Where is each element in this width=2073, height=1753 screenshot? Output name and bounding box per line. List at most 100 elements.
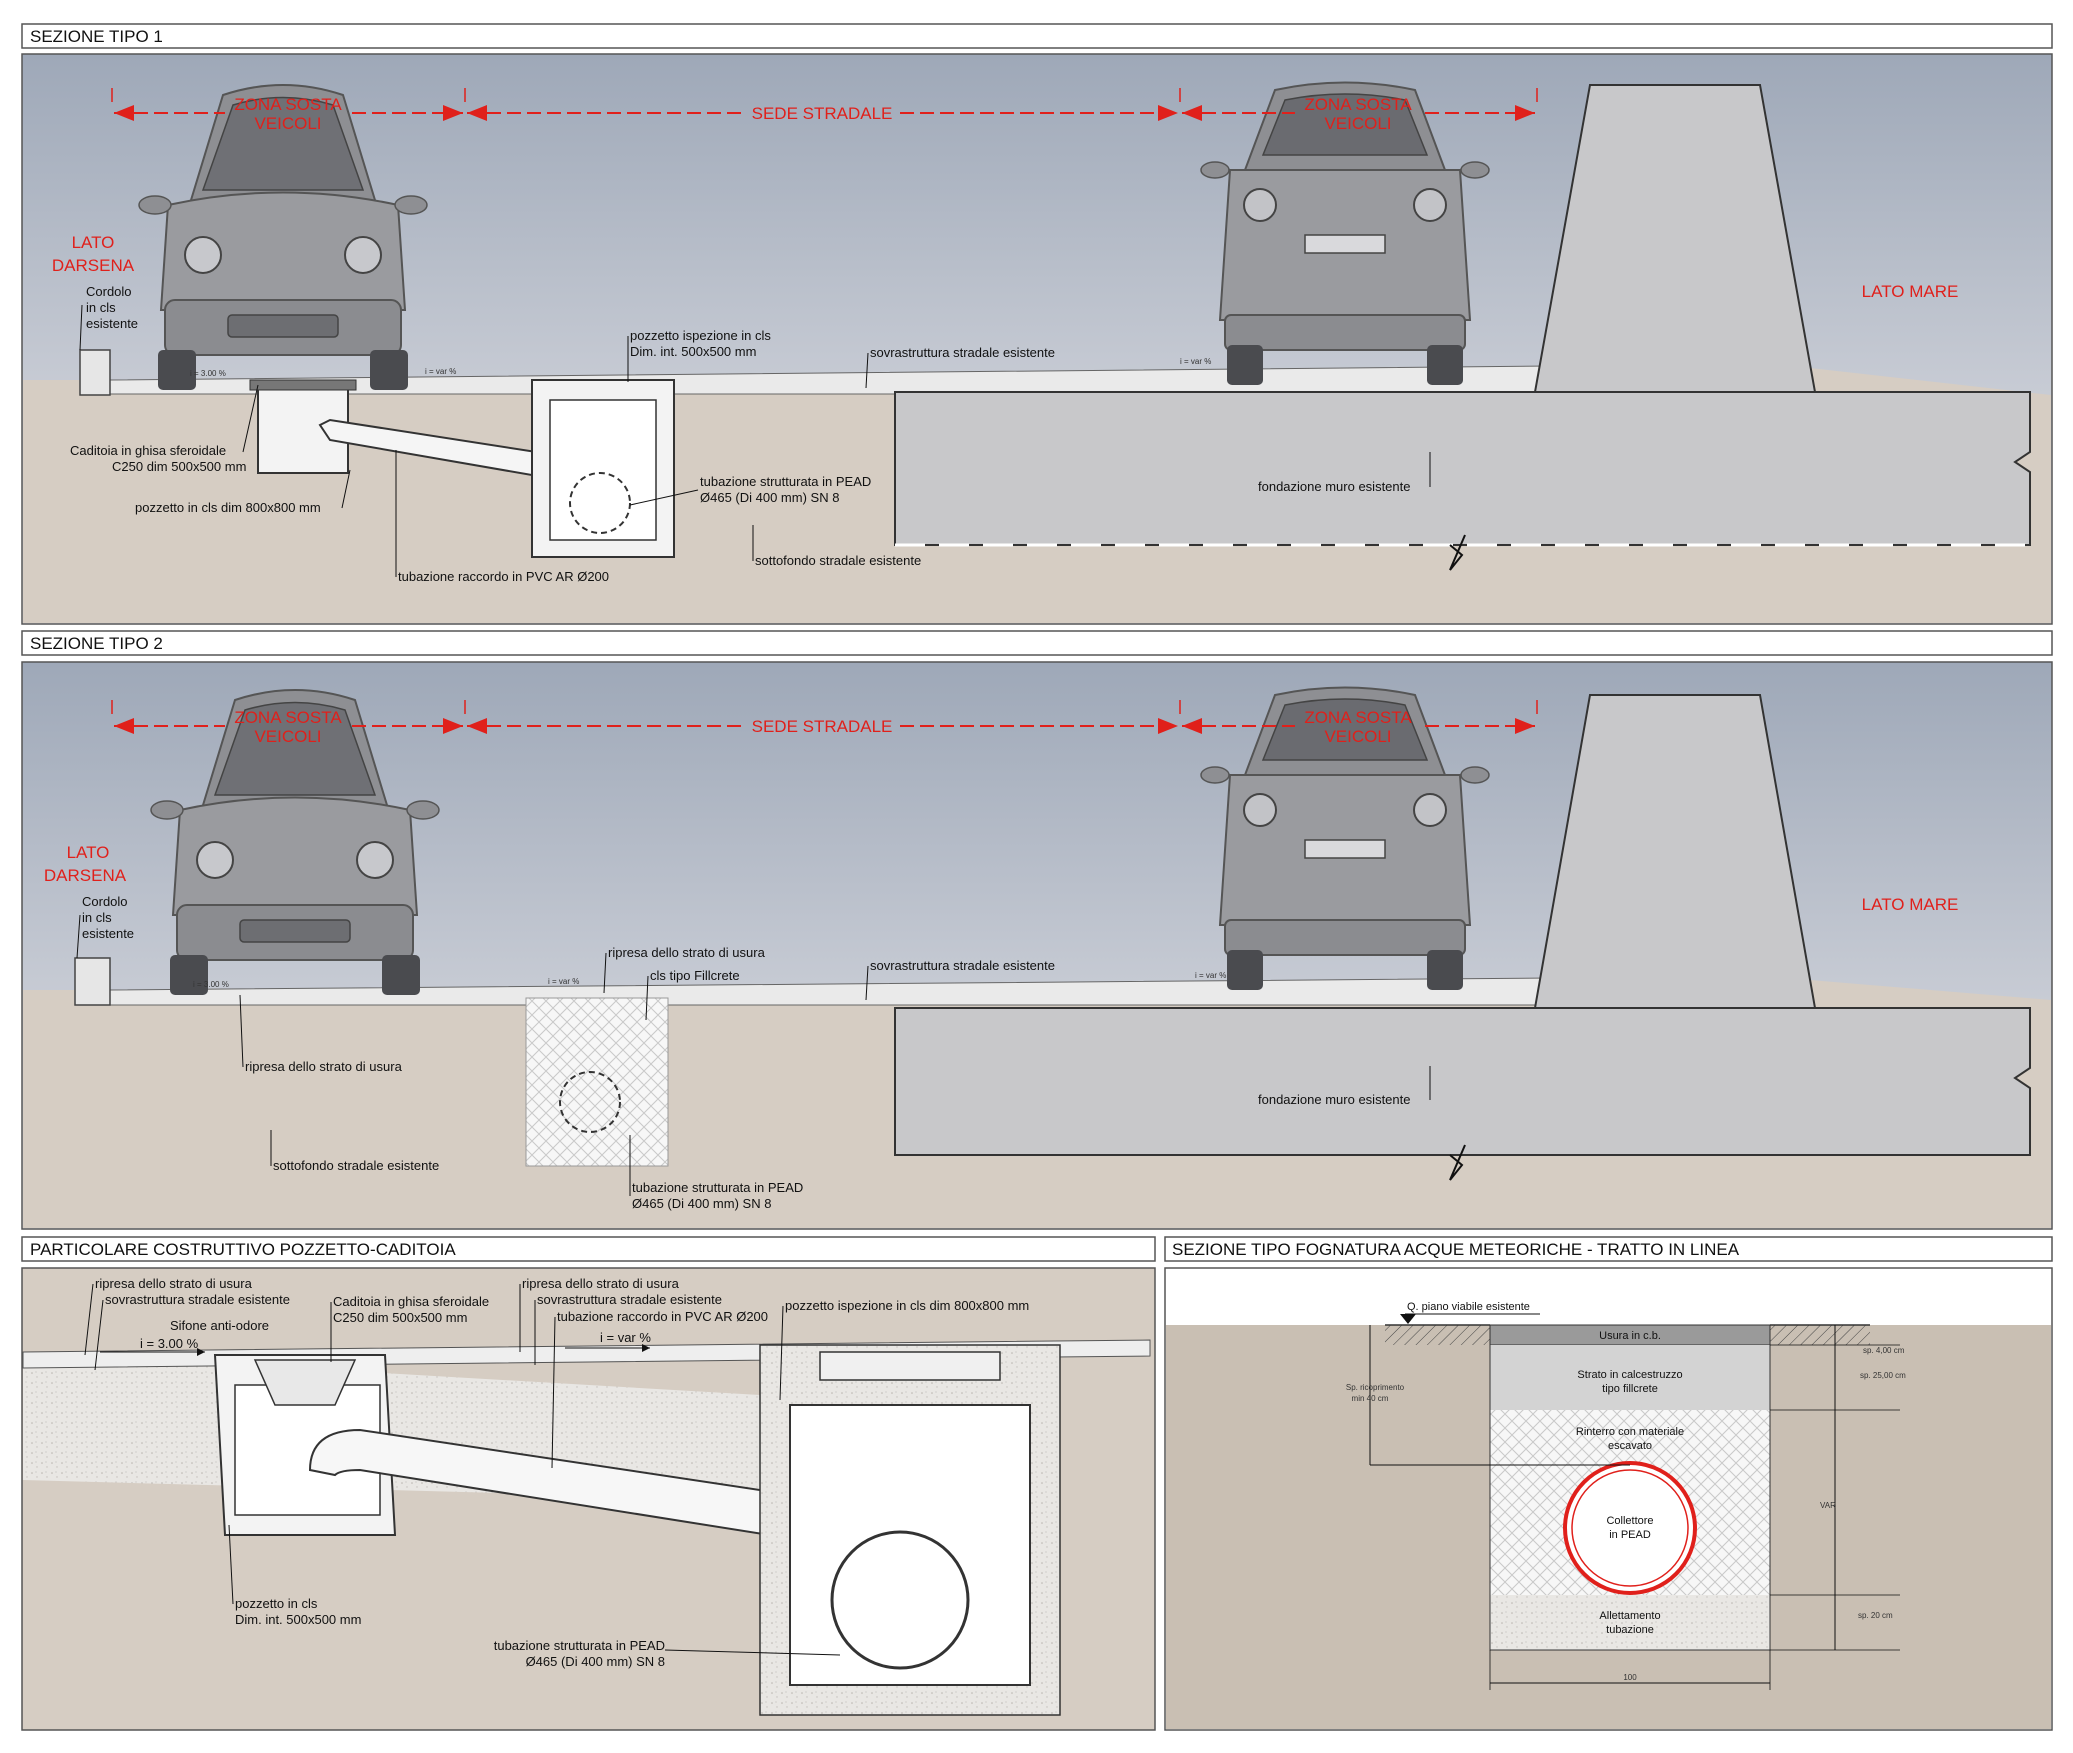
pead-collector <box>1563 1461 1697 1595</box>
fillcrete-label: cls tipo Fillcrete <box>650 968 740 983</box>
sea-wall <box>1533 84 1817 393</box>
sp25-label: sp. 25,00 cm <box>1860 1371 1906 1380</box>
lato-darsena-l1: LATO <box>72 233 115 252</box>
lato-darsena-2-l2: DARSENA <box>44 866 127 885</box>
width-100-label: 100 <box>1623 1673 1637 1682</box>
allettamento-l1: Allettamento <box>1599 1610 1660 1622</box>
pozzetto-isp-l1: pozzetto ispezione in cls <box>630 328 771 343</box>
detail-pead-pipe <box>830 1530 970 1670</box>
pozzetto-cls-label: pozzetto in cls dim 800x800 mm <box>135 500 321 515</box>
caditoia-l2: C250 dim 500x500 mm <box>112 459 246 474</box>
sede-stradale-label: SEDE STRADALE <box>752 104 893 123</box>
strato-l2: tipo fillcrete <box>1602 1383 1658 1395</box>
sottofondo-label-2: sottofondo stradale esistente <box>273 1158 439 1173</box>
detail-gully-panel: PARTICOLARE COSTRUTTIVO POZZETTO-CADITOI… <box>21 1236 1156 1731</box>
detail-sovra-l: sovrastruttura stradale esistente <box>105 1292 290 1307</box>
allettamento-l2: tubazione <box>1606 1624 1654 1636</box>
sottofondo-label: sottofondo stradale esistente <box>755 553 921 568</box>
detail-ripresa-l: ripresa dello strato di usura <box>95 1276 253 1291</box>
sewer-section-panel: SEZIONE TIPO FOGNATURA ACQUE METEORICHE … <box>1164 1236 2053 1731</box>
strato-l1: Strato in calcestruzzo <box>1577 1369 1682 1381</box>
fondazione-label: fondazione muro esistente <box>1258 479 1410 494</box>
detail-caditoia-l2: C250 dim 500x500 mm <box>333 1310 467 1325</box>
cordolo-2-l3: esistente <box>82 926 134 941</box>
lato-darsena-l2: DARSENA <box>52 256 135 275</box>
caditoia-l1: Caditoia in ghisa sferoidale <box>70 443 226 458</box>
section-2-header: SEZIONE TIPO 2 <box>30 634 163 653</box>
wall-foundation <box>894 391 2031 546</box>
curb-2 <box>74 957 111 1006</box>
detail-slope-r: i = var % <box>600 1330 651 1345</box>
lato-mare-label: LATO MARE <box>1862 282 1959 301</box>
detail-sovra-r: sovrastruttura stradale esistente <box>537 1292 722 1307</box>
zona-sosta-left-l1: ZONA SOSTA <box>234 95 342 114</box>
sea-wall-2 <box>1533 694 1817 1009</box>
detail-sifone: Sifone anti-odore <box>170 1318 269 1333</box>
sovrastruttura-label-2: sovrastruttura stradale esistente <box>870 958 1055 973</box>
trench-fillcrete <box>1490 1345 1770 1410</box>
slope-right-2: i = var % <box>1195 971 1226 980</box>
ripresa-left-label: ripresa dello strato di usura <box>245 1059 403 1074</box>
ripresa-top-label: ripresa dello strato di usura <box>608 945 766 960</box>
slope-right: i = var % <box>1180 357 1211 366</box>
zona-sosta-right-2-l1: ZONA SOSTA <box>1304 708 1412 727</box>
cordolo-2-l1: Cordolo <box>82 894 128 909</box>
usura-label: Usura in c.b. <box>1599 1330 1661 1342</box>
zona-sosta-left-l2: VEICOLI <box>254 114 321 133</box>
wall-foundation-2 <box>894 1007 2031 1156</box>
sede-stradale-label-2: SEDE STRADALE <box>752 717 893 736</box>
lato-mare-label-2: LATO MARE <box>1862 895 1959 914</box>
tubazione-pead-l2: Ø465 (Di 400 mm) SN 8 <box>700 490 839 505</box>
var-label: VAR <box>1820 1501 1836 1510</box>
tubazione-pead-2-l1: tubazione strutturata in PEAD <box>632 1180 803 1195</box>
pozzetto-isp-l2: Dim. int. 500x500 mm <box>630 344 756 359</box>
collettore-l1: Collettore <box>1606 1515 1653 1527</box>
slope-left: i = 3.00 % <box>190 369 226 378</box>
detail-pozzetto-cls-l2: Dim. int. 500x500 mm <box>235 1612 361 1627</box>
detail-pozzetto-cls-l1: pozzetto in cls <box>235 1596 318 1611</box>
slope-left-2: i = 3.00 % <box>193 980 229 989</box>
raccordo-label: tubazione raccordo in PVC AR Ø200 <box>398 569 609 584</box>
curb <box>79 349 111 396</box>
fondazione-label-2: fondazione muro esistente <box>1258 1092 1410 1107</box>
cordolo-l1: Cordolo <box>86 284 132 299</box>
fillcrete-trench <box>525 997 669 1167</box>
zona-sosta-left-2-l1: ZONA SOSTA <box>234 708 342 727</box>
rinterro-l2: escavato <box>1608 1440 1652 1452</box>
tubazione-pead-2-l2: Ø465 (Di 400 mm) SN 8 <box>632 1196 771 1211</box>
detail-gully-header: PARTICOLARE COSTRUTTIVO POZZETTO-CADITOI… <box>30 1240 456 1259</box>
ricoprimento-l2: min 40 cm <box>1352 1394 1389 1403</box>
pead-pipe <box>569 472 631 534</box>
cordolo-l3: esistente <box>86 316 138 331</box>
detail-raccordo: tubazione raccordo in PVC AR Ø200 <box>557 1309 768 1324</box>
lato-darsena-2-l1: LATO <box>67 843 110 862</box>
cordolo-2-l2: in cls <box>82 910 112 925</box>
collettore-l2: in PEAD <box>1609 1529 1651 1541</box>
sp20-label: sp. 20 cm <box>1858 1611 1893 1620</box>
detail-tubazione-l2: Ø465 (Di 400 mm) SN 8 <box>526 1654 665 1669</box>
cordolo-l2: in cls <box>86 300 116 315</box>
sp4-label: sp. 4,00 cm <box>1863 1346 1905 1355</box>
zona-sosta-right-l2: VEICOLI <box>1324 114 1391 133</box>
tubazione-pead-l1: tubazione strutturata in PEAD <box>700 474 871 489</box>
detail-slope-l: i = 3.00 % <box>140 1336 199 1351</box>
zona-sosta-right-2-l2: VEICOLI <box>1324 727 1391 746</box>
detail-ripresa-r: ripresa dello strato di usura <box>522 1276 680 1291</box>
sovrastruttura-label: sovrastruttura stradale esistente <box>870 345 1055 360</box>
slope-mid-2: i = var % <box>548 977 579 986</box>
